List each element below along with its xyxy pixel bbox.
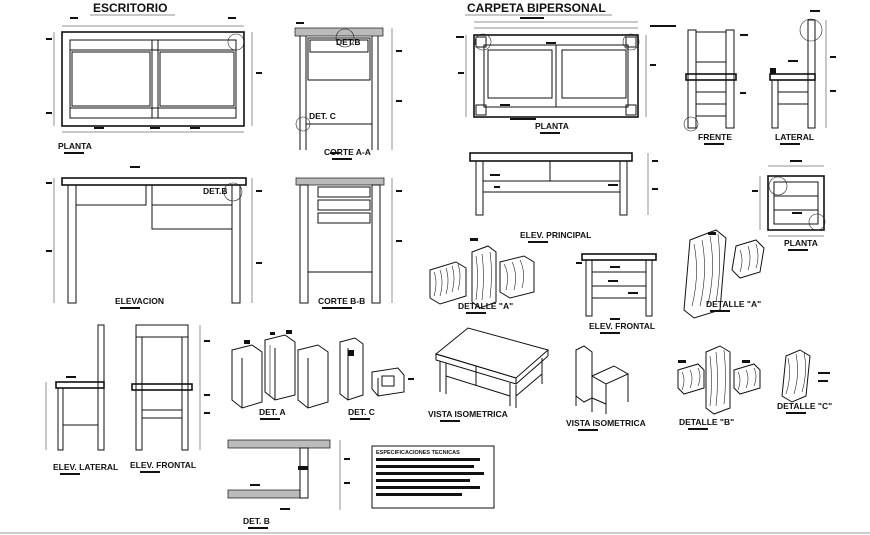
chair-frente-view: [683, 29, 748, 132]
chair-plan-view: [752, 160, 826, 237]
detalle-a-left: [429, 238, 535, 309]
label-detalle-c: DETALLE "C": [777, 401, 832, 411]
label-corte-aa: CORTE A-A: [324, 147, 371, 157]
label-det-b: DET. B: [243, 516, 270, 526]
label-det-c: DET. C: [348, 407, 375, 417]
label-det-a: DET. A: [259, 407, 286, 417]
label-desk-elevation: ELEVACION: [115, 296, 164, 306]
label-elev-frontal-chair: ELEV. FRONTAL: [130, 460, 196, 470]
callout-det-b-elev: DET.B: [203, 186, 228, 196]
label-carpeta-elev-frontal: ELEV. FRONTAL: [589, 321, 655, 331]
detalle-c: [781, 349, 830, 403]
title-carpeta-bipersonal: CARPETA BIPERSONAL: [467, 1, 606, 15]
label-carpeta-plan: PLANTA: [535, 121, 569, 131]
label-desk-plan: PLANTA: [58, 141, 92, 151]
chair-lateral-view: [769, 10, 836, 129]
desk-section-bb: [295, 177, 402, 309]
label-chair-frente: FRENTE: [698, 132, 732, 142]
carpeta-elev-frontal: [576, 253, 657, 320]
callout-det-c: DET. C: [309, 111, 336, 121]
chair-elev-frontal: [131, 324, 210, 451]
label-detalle-a-right: DETALLE "A": [706, 299, 761, 309]
detail-c-desk: [339, 337, 414, 401]
desk-elevation: [46, 166, 262, 309]
label-carpeta-elev-principal: ELEV. PRINCIPAL: [520, 230, 591, 240]
spec-box: [371, 445, 495, 509]
label-chair-plan: PLANTA: [784, 238, 818, 248]
table-isometric: [434, 327, 550, 408]
chair-elev-lateral: [45, 324, 105, 451]
detalle-b: [677, 345, 761, 415]
title-escritorio: ESCRITORIO: [93, 1, 167, 15]
desk-plan-view: [46, 17, 262, 133]
label-elev-lateral: ELEV. LATERAL: [53, 462, 118, 472]
chair-isometric: [575, 345, 630, 414]
label-vista-iso-table: VISTA ISOMETRICA: [428, 409, 508, 419]
label-vista-iso-chair: VISTA ISOMETRICA: [566, 418, 646, 428]
spec-title: ESPECIFICACIONES TECNICAS: [376, 450, 460, 456]
callout-det-b-top: DET.B: [336, 37, 361, 47]
label-detalle-a-left: DETALLE "A": [458, 301, 513, 311]
detail-a-desk: [231, 330, 329, 409]
carpeta-plan-view: [456, 17, 676, 120]
label-detalle-b: DETALLE "B": [679, 417, 734, 427]
desk-section-aa: [294, 22, 402, 154]
label-corte-bb: CORTE B-B: [318, 296, 365, 306]
detail-b-desk: [227, 439, 350, 510]
carpeta-elev-principal: [469, 152, 658, 216]
scale-marks: [60, 132, 808, 529]
label-chair-lateral: LATERAL: [775, 132, 814, 142]
